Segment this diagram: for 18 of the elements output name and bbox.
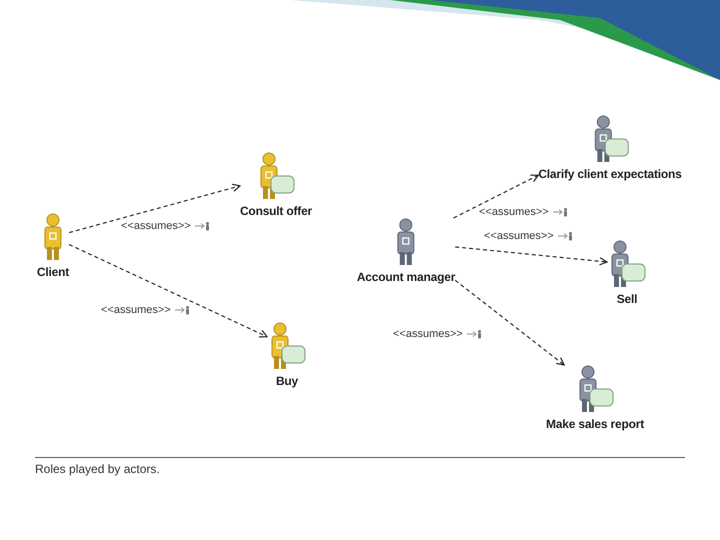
dependency-arrow — [454, 280, 565, 366]
dependency-arrow — [68, 244, 268, 338]
dependency-arrow — [455, 246, 608, 266]
edge-label: <<assumes>> — [392, 328, 464, 340]
actor-name: Sell — [616, 292, 638, 306]
actor-name: Consult offer — [240, 204, 312, 218]
edge-label: <<assumes>> — [120, 220, 192, 232]
actor-name: Clarify client expectations — [538, 167, 682, 181]
actor-name: Make sales report — [546, 417, 644, 431]
edge-label: <<assumes>> — [100, 304, 172, 316]
edge-label: <<assumes>> — [483, 230, 555, 242]
caption: Roles played by actors. — [35, 462, 160, 476]
actor-name: Account manager — [356, 270, 456, 284]
actor-name: Client — [36, 265, 70, 279]
dependency-arrow — [453, 174, 539, 218]
actor-name: Buy — [276, 374, 298, 388]
dependency-arrow — [68, 184, 241, 234]
edge-label: <<assumes>> — [478, 206, 550, 218]
